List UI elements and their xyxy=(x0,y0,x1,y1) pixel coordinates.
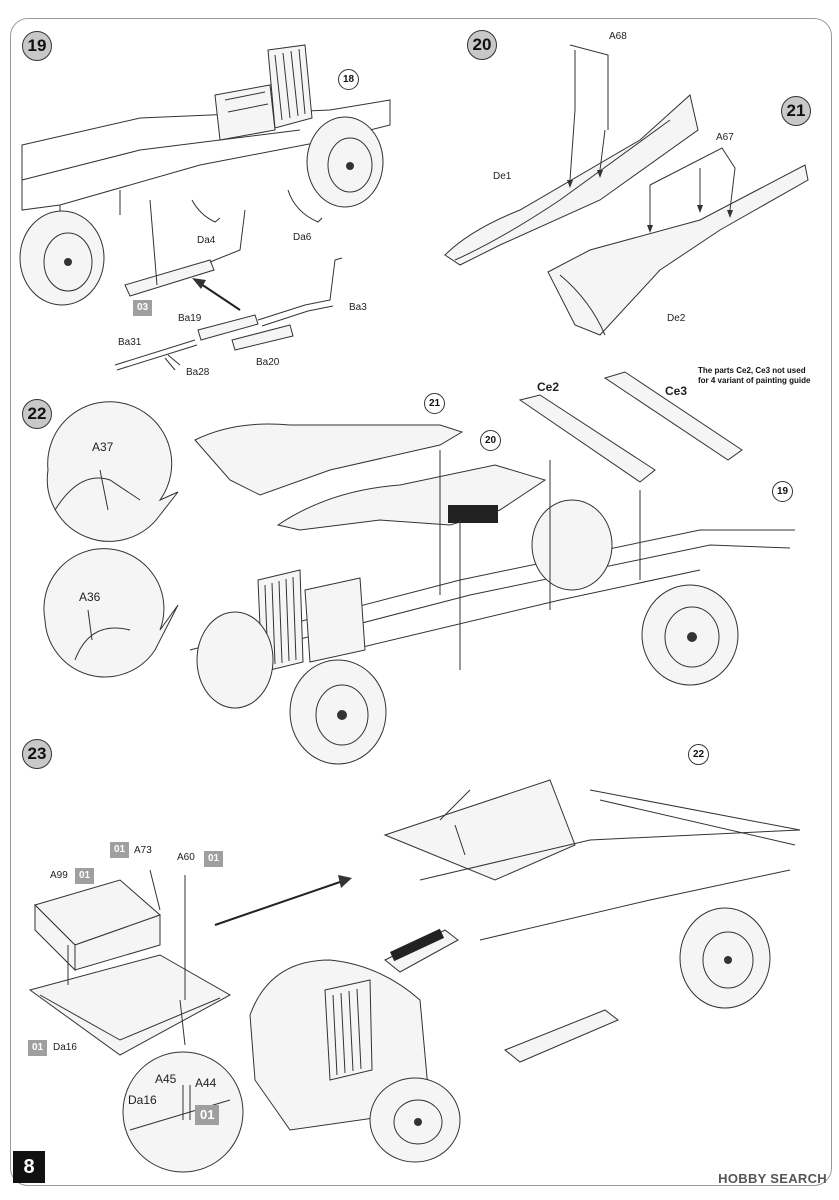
step-number-badge: 19 xyxy=(22,31,52,61)
part-label-a45: A45 xyxy=(155,1072,177,1086)
step22-assembly-art xyxy=(43,371,795,765)
part-label-a44: A44 xyxy=(195,1076,217,1090)
watermark-logo: HOBBY SEARCH xyxy=(718,1171,827,1186)
paint-code-tag: 01 xyxy=(195,1105,220,1125)
page-frame xyxy=(10,18,832,1186)
part-label-de2: De2 xyxy=(667,313,686,324)
part-label-a73: A73 xyxy=(134,845,152,856)
page-number: 8 xyxy=(13,1151,45,1183)
paint-code-tag: 03 xyxy=(133,300,153,316)
part-label-da16: Da16 xyxy=(53,1042,77,1053)
step23-assembly-art xyxy=(28,779,801,1173)
step-number-badge: 22 xyxy=(22,399,52,429)
part-label-a60: A60 xyxy=(177,852,195,863)
part-label-de1: De1 xyxy=(493,171,512,182)
part-label-a36: A36 xyxy=(79,590,101,604)
part-label-a68: A68 xyxy=(609,31,627,42)
step19-chassis-art xyxy=(19,44,391,371)
reference-step-badge: 22 xyxy=(688,744,709,765)
part-label-a67: A67 xyxy=(716,132,734,143)
part-label-ce2: Ce2 xyxy=(537,380,560,394)
paint-code-tag: 01 xyxy=(28,1040,48,1056)
part-label-ba20: Ba20 xyxy=(256,357,280,368)
part-label-a99: A99 xyxy=(50,870,68,881)
step-number-badge: 21 xyxy=(781,96,811,126)
paint-code-tag: 01 xyxy=(110,842,130,858)
part-label-da6: Da6 xyxy=(293,232,312,243)
step-number-badge: 20 xyxy=(467,30,497,60)
part-label-ce3: Ce3 xyxy=(665,384,688,398)
reference-step-badge: 20 xyxy=(480,430,501,451)
part-label-ba31: Ba31 xyxy=(118,337,142,348)
part-label-ba19: Ba19 xyxy=(178,313,202,324)
part-label-a37: A37 xyxy=(92,440,114,454)
reference-step-badge: 19 xyxy=(772,481,793,502)
reference-step-badge: 21 xyxy=(424,393,445,414)
part-label-ba3: Ba3 xyxy=(349,302,367,313)
paint-code-tag: 01 xyxy=(75,868,95,884)
step20-fender-art xyxy=(444,44,699,266)
paint-code-tag: 01 xyxy=(204,851,224,867)
part-label-da16-detail: Da16 xyxy=(128,1093,157,1107)
step-number-badge: 23 xyxy=(22,739,52,769)
part-label-ba28: Ba28 xyxy=(186,367,210,378)
part-label-da4: Da4 xyxy=(197,235,216,246)
parts-note: The parts Ce2, Ce3 not used for 4 varian… xyxy=(698,366,811,385)
step21-fender-art xyxy=(547,147,809,336)
reference-step-badge: 18 xyxy=(338,69,359,90)
